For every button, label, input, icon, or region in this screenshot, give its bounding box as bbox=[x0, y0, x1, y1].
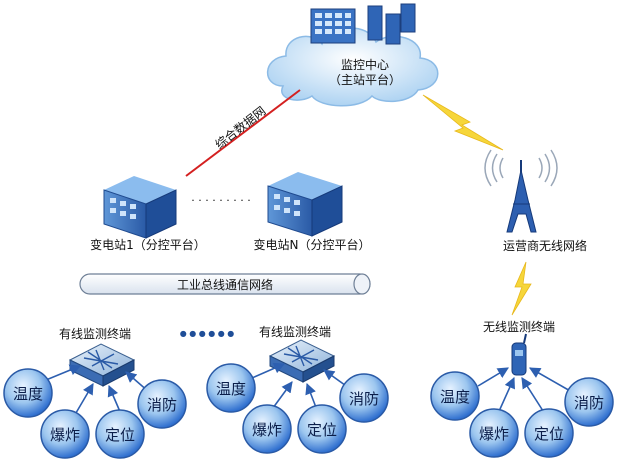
sensor-fire-2-label: 消防 bbox=[349, 390, 379, 408]
center-subtitle: （主站平台） bbox=[329, 72, 401, 87]
sensor-temperature-3: 温度 bbox=[430, 371, 480, 421]
sensor-location-2: 定位 bbox=[297, 404, 347, 454]
wireless-terminal-label: 无线监测终端 bbox=[483, 319, 555, 334]
sensor-location-1: 定位 bbox=[95, 409, 145, 459]
substation-n-label: 变电站N（分控平台） bbox=[254, 237, 371, 252]
substation-n-building-icon bbox=[267, 172, 343, 237]
sensor-explosion-1: 爆炸 bbox=[40, 409, 90, 459]
wired-terminal-1-label: 有线监测终端 bbox=[59, 326, 131, 341]
substation-1-label: 变电站1（分控平台） bbox=[90, 237, 206, 252]
data-network-link bbox=[185, 89, 301, 177]
sensor-fire-2: 消防 bbox=[339, 373, 389, 423]
station-ellipsis: · · · · · · · · · bbox=[191, 194, 250, 207]
sensor-fire-3: 消防 bbox=[564, 377, 614, 427]
wireless-terminal-device-icon bbox=[511, 333, 527, 376]
sensor-explosion-2: 爆炸 bbox=[242, 404, 292, 454]
sensor-temperature-2: 温度 bbox=[206, 363, 256, 413]
sensor-location-3-label: 定位 bbox=[534, 425, 564, 443]
wired-terminal-2-label: 有线监测终端 bbox=[259, 324, 331, 339]
wireless-network-label: 运营商无线网络 bbox=[503, 238, 587, 253]
sensor-explosion-3: 爆炸 bbox=[469, 408, 519, 458]
terminal-ellipsis: ● ● ● ● ● ● bbox=[180, 329, 235, 338]
wired-terminal-1-device-icon bbox=[68, 343, 136, 387]
sensor-location-2-label: 定位 bbox=[307, 421, 337, 439]
sensor-location-1-label: 定位 bbox=[105, 426, 135, 444]
sensor-fire-3-label: 消防 bbox=[574, 394, 604, 412]
sensor-explosion-1-label: 爆炸 bbox=[50, 426, 80, 444]
monitoring-center-cloud: 监控中心 （主站平台） bbox=[266, 3, 439, 107]
sensor-temperature-2-label: 温度 bbox=[216, 380, 246, 398]
sensor-fire-1-label: 消防 bbox=[147, 396, 177, 414]
sensor-temperature-1: 温度 bbox=[3, 368, 53, 418]
substation-1-building-icon bbox=[103, 176, 177, 239]
sensor-explosion-2-label: 爆炸 bbox=[252, 421, 282, 439]
server-icon bbox=[310, 3, 416, 45]
wireless-link-lower-bolt bbox=[511, 261, 532, 316]
wired-terminal-2-device-icon bbox=[268, 339, 336, 383]
radio-tower-icon bbox=[484, 149, 558, 233]
sensor-location-3: 定位 bbox=[524, 408, 574, 458]
sensor-temperature-1-label: 温度 bbox=[13, 385, 43, 403]
industrial-bus-pipe bbox=[79, 273, 371, 295]
sensor-explosion-3-label: 爆炸 bbox=[479, 425, 509, 443]
wireless-link-upper-bolt bbox=[422, 94, 504, 151]
sensor-fire-1: 消防 bbox=[137, 379, 187, 429]
center-title: 监控中心 bbox=[341, 57, 389, 72]
data-network-label: 综合数据网 bbox=[212, 103, 269, 152]
industrial-bus-label: 工业总线通信网络 bbox=[177, 277, 273, 292]
sensor-temperature-3-label: 温度 bbox=[440, 388, 470, 406]
